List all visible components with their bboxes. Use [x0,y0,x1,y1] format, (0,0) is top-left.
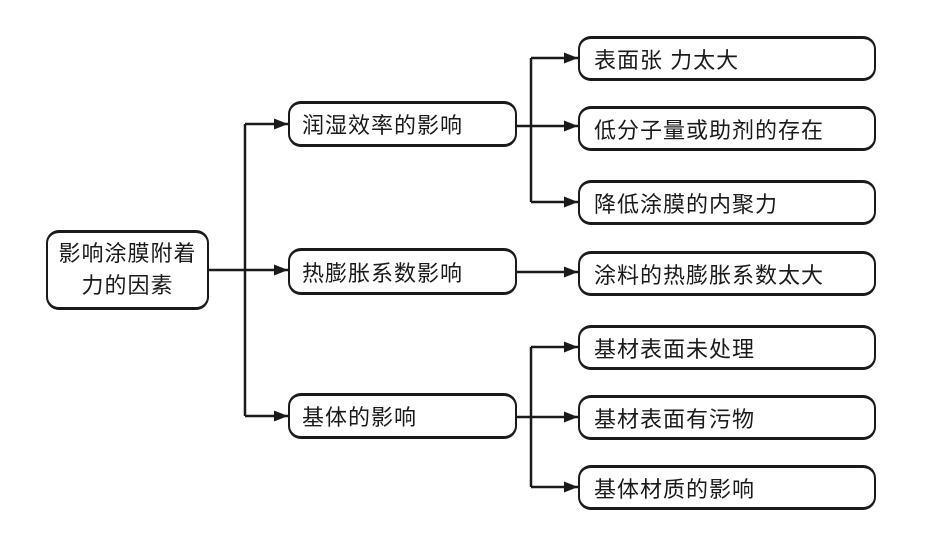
branch-substrate-box: 基体的影响 [288,393,517,439]
leaf-substrate-dirt-label: 基材表面有污物 [594,406,756,432]
leaf-substrate-untreated-box: 基材表面未处理 [578,325,876,370]
branch-substrate-label: 基体的影响 [302,405,418,430]
leaf-cohesion-reduction-box: 降低涂膜的内聚力 [578,180,876,225]
root-factors-box: 影响涂膜附着 力的因素 [46,230,209,310]
leaf-substrate-untreated-label: 基材表面未处理 [594,336,756,362]
root-factors-label: 影响涂膜附着 力的因素 [58,241,197,298]
leaf-substrate-material-label: 基体材质的影响 [594,476,756,502]
leaf-coating-thermal-expansion-box: 涂料的热膨胀系数太大 [578,251,876,296]
branch-wetting-efficiency-box: 润湿效率的影响 [288,101,517,147]
leaf-coating-thermal-expansion-label: 涂料的热膨胀系数太大 [594,262,825,288]
leaf-surface-tension-box: 表面张 力太大 [578,36,876,81]
branch-thermal-expansion-label: 热膨胀系数影响 [302,260,464,286]
branch-wetting-efficiency-label: 润湿效率的影响 [302,113,464,138]
leaf-substrate-material-box: 基体材质的影响 [578,465,876,510]
leaf-low-molecular-weight-label: 低分子量或助剂的存在 [594,117,825,143]
leaf-cohesion-reduction-label: 降低涂膜的内聚力 [594,191,779,217]
leaf-substrate-dirt-box: 基材表面有污物 [578,395,876,440]
branch-thermal-expansion-box: 热膨胀系数影响 [288,248,517,295]
leaf-low-molecular-weight-box: 低分子量或助剂的存在 [578,106,876,151]
leaf-surface-tension-label: 表面张 力太大 [594,47,740,73]
